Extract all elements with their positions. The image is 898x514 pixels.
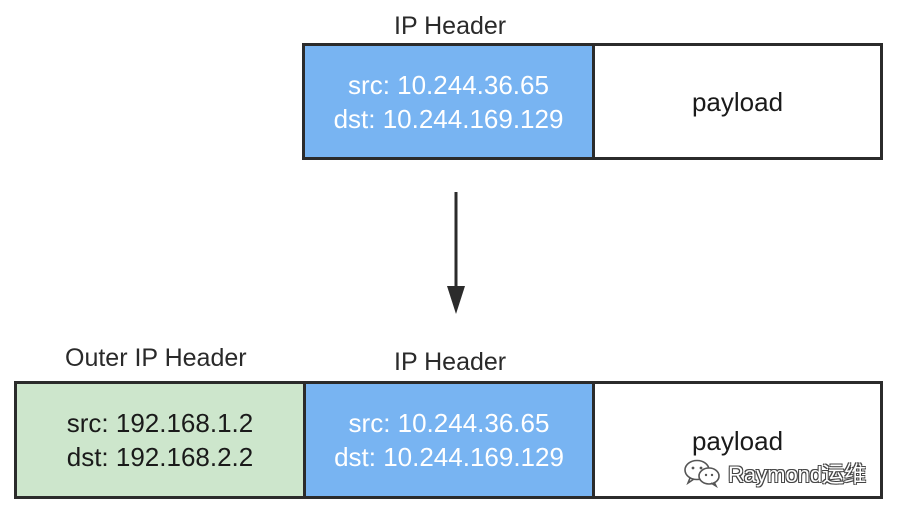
bottom-payload-label: payload — [691, 426, 784, 456]
outer-ip-header-src: src: 192.168.1.2 — [66, 408, 254, 438]
top-ip-header-title: IP Header — [394, 12, 507, 40]
bottom-ip-header-dst: dst: 10.244.169.129 — [334, 442, 564, 472]
bottom-ip-header-src: src: 10.244.36.65 — [348, 408, 550, 438]
top-payload-label: payload — [691, 86, 784, 117]
top-ip-header-dst: dst: 10.244.169.129 — [333, 103, 564, 134]
outer-ip-header-title: Outer IP Header — [65, 344, 247, 372]
watermark-text: Raymond运维 — [728, 462, 867, 487]
outer-ip-header-box: src: 192.168.1.2 dst: 192.168.2.2 — [14, 381, 306, 499]
watermark: Raymond运维 — [682, 456, 866, 490]
bottom-payload-box: payload — [592, 381, 883, 499]
down-arrow — [447, 192, 465, 314]
bottom-ip-header-title: IP Header — [394, 348, 507, 376]
top-ip-header-src: src: 10.244.36.65 — [348, 69, 549, 100]
top-payload-box: payload — [592, 43, 883, 160]
outer-ip-header-dst: dst: 192.168.2.2 — [66, 442, 254, 472]
top-ip-header-box: src: 10.244.36.65 dst: 10.244.169.129 — [302, 43, 595, 160]
bottom-ip-header-box: src: 10.244.36.65 dst: 10.244.169.129 — [303, 381, 595, 499]
wechat-icon — [684, 459, 720, 488]
